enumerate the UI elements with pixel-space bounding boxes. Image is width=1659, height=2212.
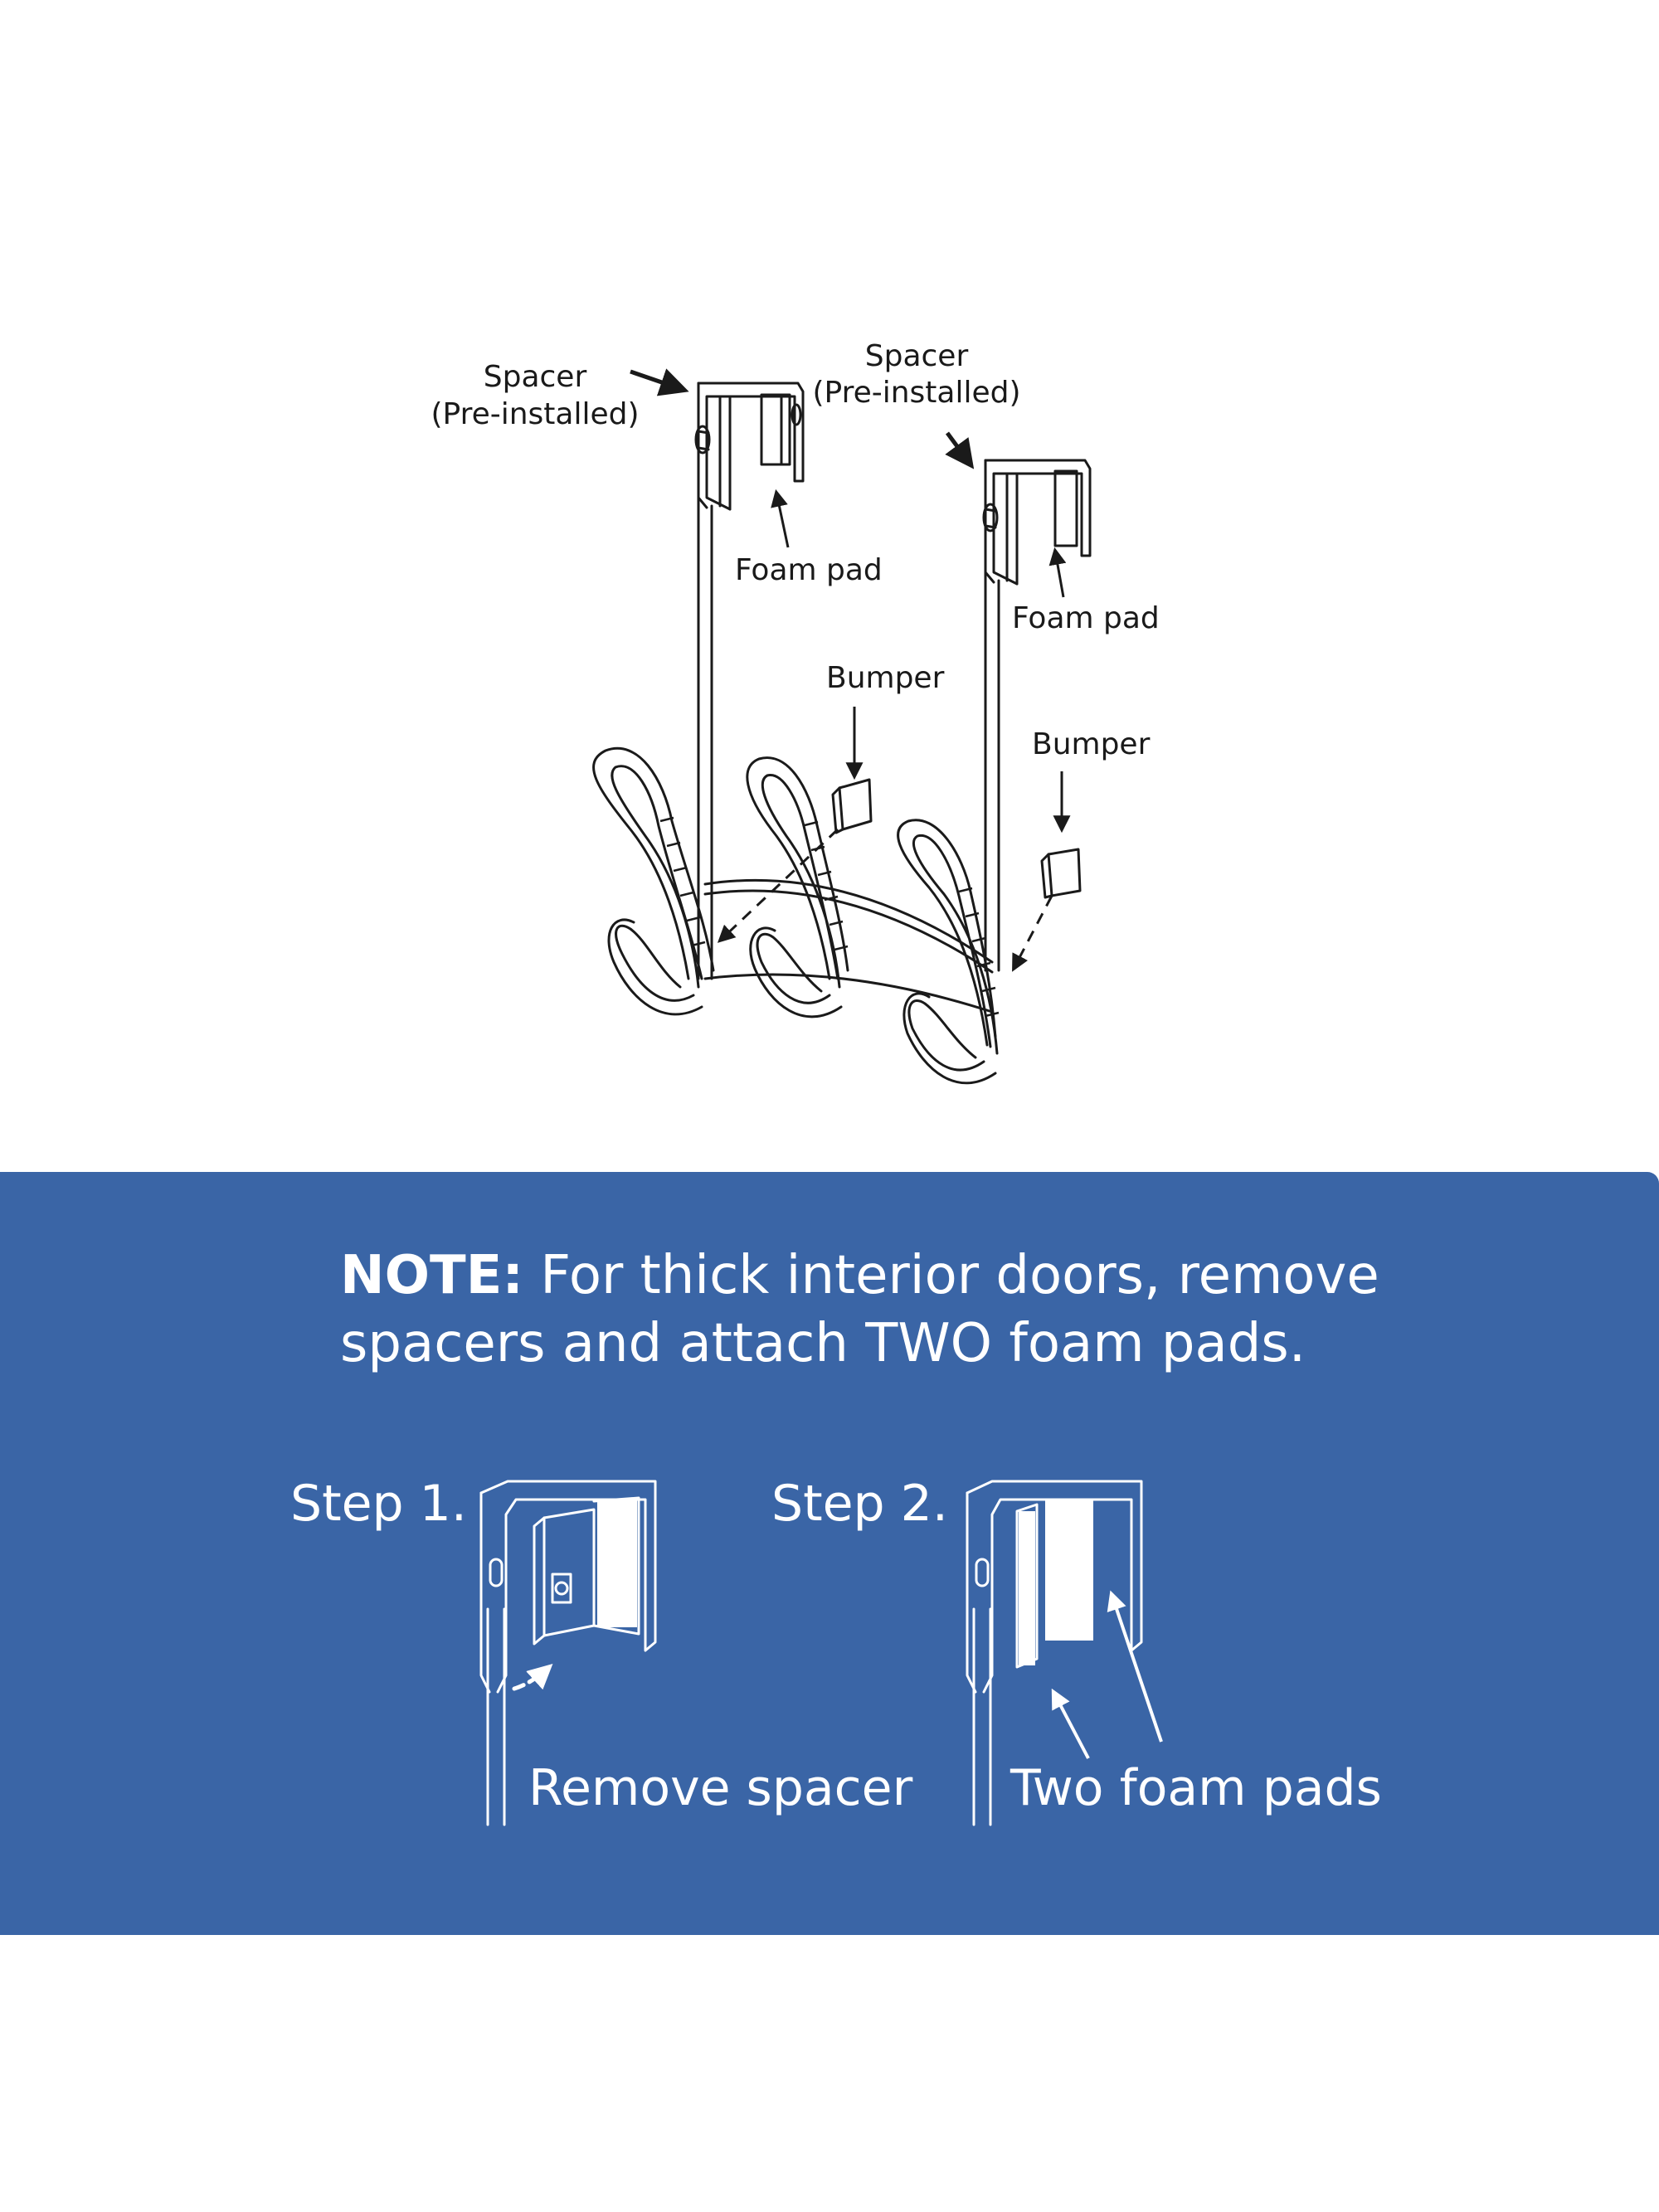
step-1-label: Step 1.: [290, 1475, 467, 1533]
foam-pad-label-right: Foam pad: [1012, 601, 1160, 635]
step-2-foam-pad-back: [1045, 1500, 1093, 1641]
crossbar: [703, 878, 994, 1014]
foam-pad-label-left: Foam pad: [735, 553, 883, 587]
right-rod: [984, 571, 1000, 972]
hook-left: [592, 746, 715, 1016]
preinstalled-label-left: (Pre-installed): [431, 397, 640, 431]
bumper-label-right: Bumper: [1032, 727, 1151, 761]
note-panel: [0, 1172, 1659, 1935]
step-2-label: Step 2.: [771, 1475, 948, 1533]
bumper-left-part: [831, 778, 873, 834]
note-text: NOTE: For thick interior doors, remove s…: [340, 1242, 1460, 1378]
step-2-caption: Two foam pads: [1010, 1759, 1382, 1817]
left-bracket: [694, 382, 805, 511]
left-rod: [697, 496, 713, 980]
step-1-caption: Remove spacer: [528, 1759, 913, 1817]
hook-right: [897, 819, 999, 1085]
note-lead: NOTE:: [340, 1245, 523, 1306]
bumper-label-left: Bumper: [826, 661, 945, 695]
note-body: For thick interior doors, remove spacers…: [340, 1245, 1379, 1374]
step-2-bracket: [966, 1480, 1143, 1826]
bumper-right-part: [1040, 848, 1082, 899]
hook-middle: [746, 756, 849, 1018]
spacer-label-left: Spacer: [483, 360, 587, 394]
step-2-foam-pad-front: [1019, 1511, 1035, 1665]
preinstalled-label-right: (Pre-installed): [812, 376, 1021, 410]
step-1-foam-pad: [597, 1500, 637, 1627]
spacer-label-right: Spacer: [864, 339, 969, 373]
